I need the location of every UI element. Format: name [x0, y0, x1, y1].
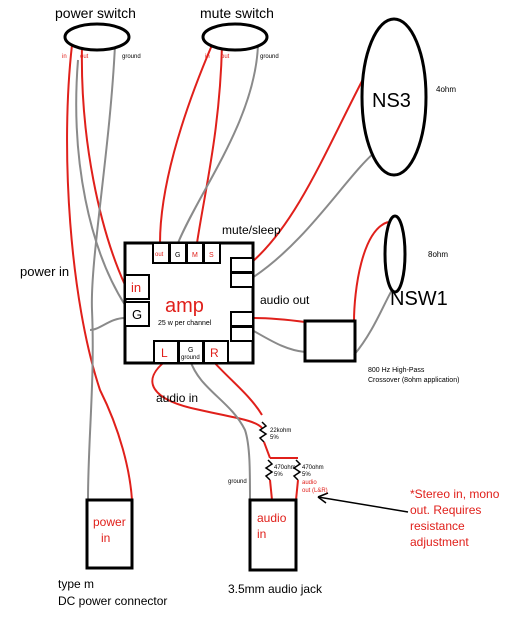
amp-bottom-ground-label: ground	[181, 355, 200, 361]
amp-top-g-label: G	[175, 252, 180, 259]
resistor-470-b	[292, 459, 302, 481]
wire-audio-in-red-2	[211, 359, 263, 416]
res-22k-label-1: 22kohm	[270, 428, 291, 434]
note-line-2: out. Requires	[410, 503, 481, 517]
nsw1-ohm-label: 8ohm	[428, 250, 448, 259]
res-470a-label-1: 470ohm	[274, 465, 296, 471]
power-connector	[85, 498, 134, 570]
amp-pin-s	[203, 242, 221, 264]
res-470b-label-2: 5%	[302, 472, 311, 478]
note-line-3: resistance	[410, 519, 465, 533]
audio-jack-label-1: audio	[257, 511, 287, 525]
mute-sleep-label: mute/sleep	[222, 223, 281, 237]
wire-jack-red-2	[295, 479, 299, 501]
power-switch-title: power switch	[55, 5, 136, 21]
mute-switch-body[interactable]	[201, 22, 269, 52]
audio-out-label: audio out	[260, 293, 310, 307]
power-switch-in-label: in	[62, 54, 67, 60]
amp-bottom-l-label: L	[161, 346, 168, 360]
wire-power-amp-g	[89, 317, 126, 331]
resistor-22k	[258, 421, 268, 443]
amp-title: amp	[165, 295, 204, 317]
amp-top-s-label: S	[209, 252, 214, 259]
wire-ns3-red	[251, 61, 373, 263]
crossover-label-2: Crossover (8ohm application)	[368, 377, 459, 384]
ns3-speaker	[360, 17, 428, 177]
wire-ns3-gray	[251, 147, 381, 279]
amp-bottom-g-label: G	[188, 347, 193, 354]
power-connector-label-2: in	[101, 531, 110, 545]
jack-ground-label: ground	[228, 479, 247, 485]
amp-bottom-r-label: R	[210, 346, 219, 360]
resistor-470-a	[264, 459, 274, 481]
wire-mute-in	[196, 44, 223, 244]
mute-switch-in-label: in	[205, 54, 210, 60]
jack-audio-out-label-1: audio	[302, 480, 317, 486]
res-470b-label-1: 470ohm	[302, 465, 324, 471]
power-switch-ground-label: ground	[122, 54, 141, 60]
crossover-label-1: 800 Hz High-Pass	[368, 367, 425, 374]
amp-pin-right-1	[230, 257, 254, 273]
note-line-1: *Stereo in, mono	[410, 487, 500, 501]
power-in-label: power in	[20, 264, 69, 279]
amp-pin-g-left	[124, 301, 150, 327]
mute-switch-title: mute switch	[200, 5, 274, 21]
res-22k-label-2: 5%	[270, 435, 279, 441]
jack-audio-out-label-2: out (L&R)	[302, 488, 328, 494]
amp-subtitle: 25 w per channel	[158, 320, 212, 327]
mute-switch-out-label: out	[221, 54, 230, 60]
wire-power-switch-ground	[87, 44, 116, 501]
audio-in-label: audio in	[156, 391, 198, 405]
wire-amp-crossover-gray	[251, 329, 306, 353]
audio-jack-name: 3.5mm audio jack	[228, 582, 323, 596]
type-m-label: type m	[58, 577, 94, 591]
amp-pin-in	[124, 274, 150, 300]
amp-pin-right-4	[230, 326, 254, 342]
wire-audio-in-gray	[189, 359, 251, 501]
amp-top-out-label: out	[155, 252, 164, 258]
wire-power-switch-out	[80, 44, 126, 286]
amp-pin-right-2	[230, 272, 254, 288]
wire-mute-ground	[177, 44, 259, 244]
power-connector-label-1: power	[93, 515, 126, 529]
wire-nsw1-gray	[353, 284, 396, 356]
wire-nsw1-red	[353, 221, 389, 323]
amp-pin-r	[203, 340, 229, 364]
note-arrow	[317, 496, 409, 513]
res-470a-label-2: 5%	[274, 472, 283, 478]
wire-res-red	[263, 441, 271, 459]
ns3-label: NS3	[372, 90, 411, 112]
ns3-ohm-label: 4ohm	[436, 85, 456, 94]
wire-mute-out	[159, 44, 213, 244]
nsw1-speaker	[383, 214, 407, 294]
amp-pin-in-label: in	[131, 280, 141, 295]
audio-jack-label-2: in	[257, 527, 266, 541]
note-line-4: adjustment	[410, 535, 469, 549]
amp-top-m-label: M	[192, 252, 198, 259]
wire-power-switch-in	[66, 44, 133, 501]
crossover-box	[303, 319, 357, 363]
amp-pin-right-3	[230, 311, 254, 327]
wire-audio-in-red	[151, 359, 263, 429]
amp-pin-g-left-label: G	[132, 307, 142, 322]
power-switch-out-label: out	[80, 54, 89, 60]
wire-power-switch-ground-amp	[75, 59, 126, 306]
power-switch-body[interactable]	[63, 22, 131, 52]
dc-power-label: DC power connector	[58, 594, 167, 608]
wire-jack-red-1	[269, 479, 273, 501]
note-arrowhead	[317, 492, 329, 504]
mute-switch-ground-label: ground	[260, 54, 279, 60]
audio-jack	[248, 498, 298, 572]
nsw1-label: NSW1	[390, 288, 448, 310]
wire-amp-crossover-red	[251, 317, 306, 323]
